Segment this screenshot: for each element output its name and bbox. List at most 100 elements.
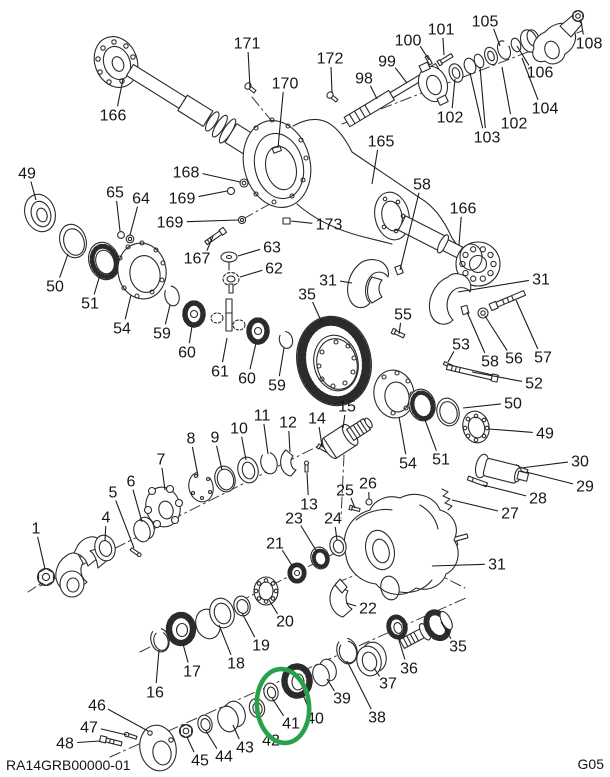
- part-number-62: 62: [265, 261, 283, 278]
- part-number-16: 16: [146, 685, 164, 702]
- part-number-108: 108: [576, 36, 603, 53]
- leader-line-30: [520, 461, 568, 469]
- leader-line-50: [462, 403, 501, 409]
- leader-line-47: [100, 728, 128, 736]
- part-number-100: 100: [395, 33, 422, 50]
- part-number-171: 171: [234, 36, 261, 53]
- drawing-number: RA14GRB00000-01: [6, 757, 131, 773]
- part-number-31: 31: [319, 273, 337, 290]
- leader-line-29: [525, 471, 574, 485]
- part-number-51: 51: [81, 296, 99, 313]
- leader-line-62: [239, 269, 263, 278]
- part-number-45: 45: [191, 753, 209, 770]
- leader-line-168: [202, 173, 241, 183]
- part-number-21: 21: [266, 536, 284, 553]
- part-number-39: 39: [333, 691, 351, 708]
- leader-line-56: [484, 315, 508, 351]
- part-number-64: 64: [132, 191, 150, 208]
- leader-line-102: [501, 66, 512, 115]
- leader-line-55: [398, 322, 402, 335]
- leader-line-45: [186, 736, 195, 753]
- part-number-20: 20: [276, 614, 294, 631]
- part-number-57: 57: [534, 350, 552, 367]
- part-number-25: 25: [336, 483, 354, 500]
- leader-line-57: [515, 299, 539, 350]
- leader-line-24: [334, 526, 338, 541]
- leader-line-169: [198, 190, 228, 198]
- leader-line-172: [330, 66, 333, 94]
- leader-line-171: [247, 51, 251, 89]
- part-number-49: 49: [18, 166, 36, 183]
- leader-line-11: [263, 423, 269, 455]
- part-number-60: 60: [238, 371, 256, 388]
- part-number-18: 18: [227, 656, 245, 673]
- part-number-55: 55: [394, 307, 412, 324]
- leader-line-38: [346, 660, 372, 710]
- leader-line-63: [237, 248, 261, 257]
- part-number-26: 26: [359, 476, 377, 493]
- leader-line-9: [216, 445, 223, 471]
- leader-line-6: [132, 489, 143, 523]
- leader-line-51: [424, 419, 437, 451]
- leader-line-23: [300, 525, 318, 553]
- part-number-53: 53: [452, 337, 470, 354]
- part-number-23: 23: [285, 511, 303, 528]
- leader-line-10: [241, 436, 247, 461]
- part-number-51: 51: [432, 452, 450, 469]
- leader-line-28: [482, 484, 527, 497]
- leader-line-18: [218, 624, 232, 656]
- part-number-43: 43: [236, 740, 254, 757]
- leader-line-1: [37, 536, 46, 570]
- leader-line-44: [205, 730, 218, 749]
- part-number-17: 17: [183, 664, 201, 681]
- leader-line-60: [188, 325, 193, 344]
- part-number-6: 6: [127, 474, 136, 491]
- part-number-1: 1: [32, 521, 41, 538]
- highlight-circle-part-41: [254, 666, 312, 746]
- leader-line-108: [580, 20, 584, 35]
- leader-line-165: [371, 149, 379, 185]
- gear-train-row-drawing: [150, 535, 353, 653]
- part-number-167: 167: [184, 251, 211, 268]
- part-number-56: 56: [505, 351, 523, 368]
- part-number-165: 165: [368, 134, 395, 151]
- leader-line-13: [306, 472, 309, 496]
- leader-line-39: [326, 678, 335, 692]
- part-number-102: 102: [437, 110, 464, 127]
- part-number-14: 14: [308, 411, 326, 428]
- leader-line-58: [399, 192, 420, 271]
- leader-line-104: [521, 57, 539, 100]
- leader-line-49: [30, 181, 37, 201]
- part-number-101: 101: [428, 22, 455, 39]
- input-yoke-drawing: [36, 516, 155, 598]
- leader-line-46: [107, 708, 149, 732]
- pinion-shaft-assembly-drawing: [343, 9, 585, 128]
- leader-line-59: [164, 304, 171, 325]
- part-number-8: 8: [187, 431, 196, 448]
- leader-line-53: [447, 351, 455, 363]
- part-number-98: 98: [355, 71, 373, 88]
- leader-line-103: [479, 66, 486, 129]
- part-number-166: 166: [450, 201, 477, 218]
- part-number-58: 58: [413, 177, 431, 194]
- part-number-46: 46: [88, 698, 106, 715]
- ring-gear-drawing: [296, 315, 372, 407]
- part-number-106: 106: [527, 65, 554, 82]
- leader-line-22: [345, 602, 357, 607]
- leader-line-60: [249, 342, 257, 370]
- part-number-59: 59: [268, 378, 286, 395]
- leader-line-65: [116, 200, 121, 232]
- part-number-166: 166: [100, 108, 127, 125]
- leader-line-8: [191, 446, 199, 477]
- leader-line-31: [431, 563, 485, 567]
- part-number-44: 44: [215, 749, 233, 766]
- leader-line-50: [59, 253, 69, 278]
- part-number-22: 22: [359, 601, 377, 618]
- part-number-35: 35: [449, 639, 467, 656]
- leader-line-101: [442, 37, 445, 56]
- differential-left-drawing: [24, 193, 294, 349]
- part-number-24: 24: [324, 511, 342, 528]
- leader-line-100: [419, 45, 430, 61]
- part-number-61: 61: [211, 364, 229, 381]
